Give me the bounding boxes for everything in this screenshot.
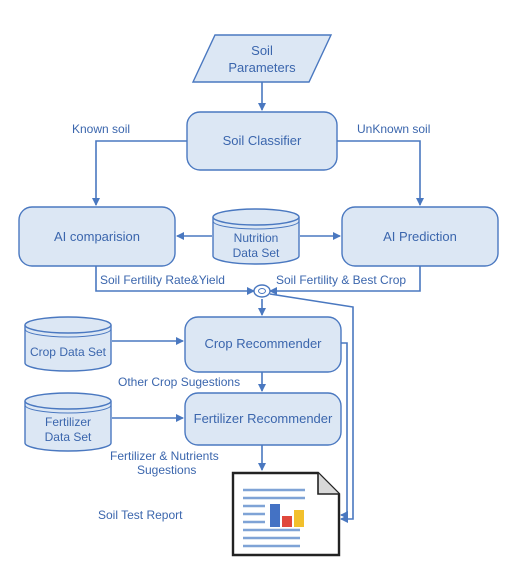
ai-comparision-label: AI comparision [54, 229, 140, 244]
connectors [92, 82, 424, 523]
report-page [231, 471, 341, 557]
edge-merge-to-report [269, 293, 354, 523]
fertilizer-data-set-line1: Fertilizer [45, 415, 91, 429]
fertility-rate-yield-label: Soil Fertility Rate&Yield [100, 273, 225, 287]
ai-comparision-node: AI comparision [18, 206, 176, 267]
soil-test-report-label: Soil Test Report [98, 508, 183, 522]
crop-recommender-label: Crop Recommender [204, 336, 322, 351]
other-crop-suggestions-label: Other Crop Sugestions [118, 375, 240, 389]
nutrition-data-set-node: Nutrition Data Set [212, 208, 300, 265]
unknown-soil-label: UnKnown soil [357, 122, 430, 136]
crop-data-set-node: Crop Data Set [24, 316, 112, 372]
edge-comparision-to-merge [95, 266, 255, 295]
report-bar-blue [270, 504, 280, 527]
soil-classifier-label: Soil Classifier [223, 133, 302, 148]
fertilizer-recommender-label: Fertilizer Recommender [194, 411, 333, 426]
fertilizer-nutrients-label-line1: Fertilizer & Nutrients [110, 449, 219, 463]
report-page-fold [317, 473, 339, 495]
ai-prediction-label: AI Prediction [383, 229, 457, 244]
crop-recommender-node: Crop Recommender [184, 316, 342, 373]
ai-prediction-node: AI Prediction [341, 206, 499, 267]
soil-parameters-line2: Parameters [228, 60, 296, 75]
edge-classifier-to-prediction [337, 140, 424, 206]
fertility-best-crop-label: Soil Fertility & Best Crop [276, 273, 406, 287]
nutrition-data-set-line2: Data Set [233, 246, 280, 260]
edge-classifier-to-comparision [92, 140, 187, 206]
report-bar-red [282, 516, 292, 527]
fertilizer-data-set-line2: Data Set [45, 430, 92, 444]
soil-test-report-document [231, 471, 341, 557]
soil-classifier-node: Soil Classifier [186, 111, 338, 171]
edge-crop-to-report [340, 342, 348, 519]
known-soil-label: Known soil [72, 122, 130, 136]
nutrition-data-set-line1: Nutrition [234, 231, 279, 245]
fertilizer-data-set-node: Fertilizer Data Set [24, 392, 112, 452]
soil-parameters-line1: Soil [251, 43, 273, 58]
fertilizer-recommender-node: Fertilizer Recommender [184, 392, 342, 446]
report-bar-yellow [294, 510, 304, 527]
report-text-lines [243, 488, 305, 548]
merge-connector [253, 284, 271, 298]
edge-prediction-to-merge [269, 266, 421, 295]
fertilizer-nutrients-label-line2: Sugestions [137, 463, 196, 477]
crop-data-set-label: Crop Data Set [30, 345, 107, 359]
soil-parameters-node: Soil Parameters [191, 34, 333, 83]
